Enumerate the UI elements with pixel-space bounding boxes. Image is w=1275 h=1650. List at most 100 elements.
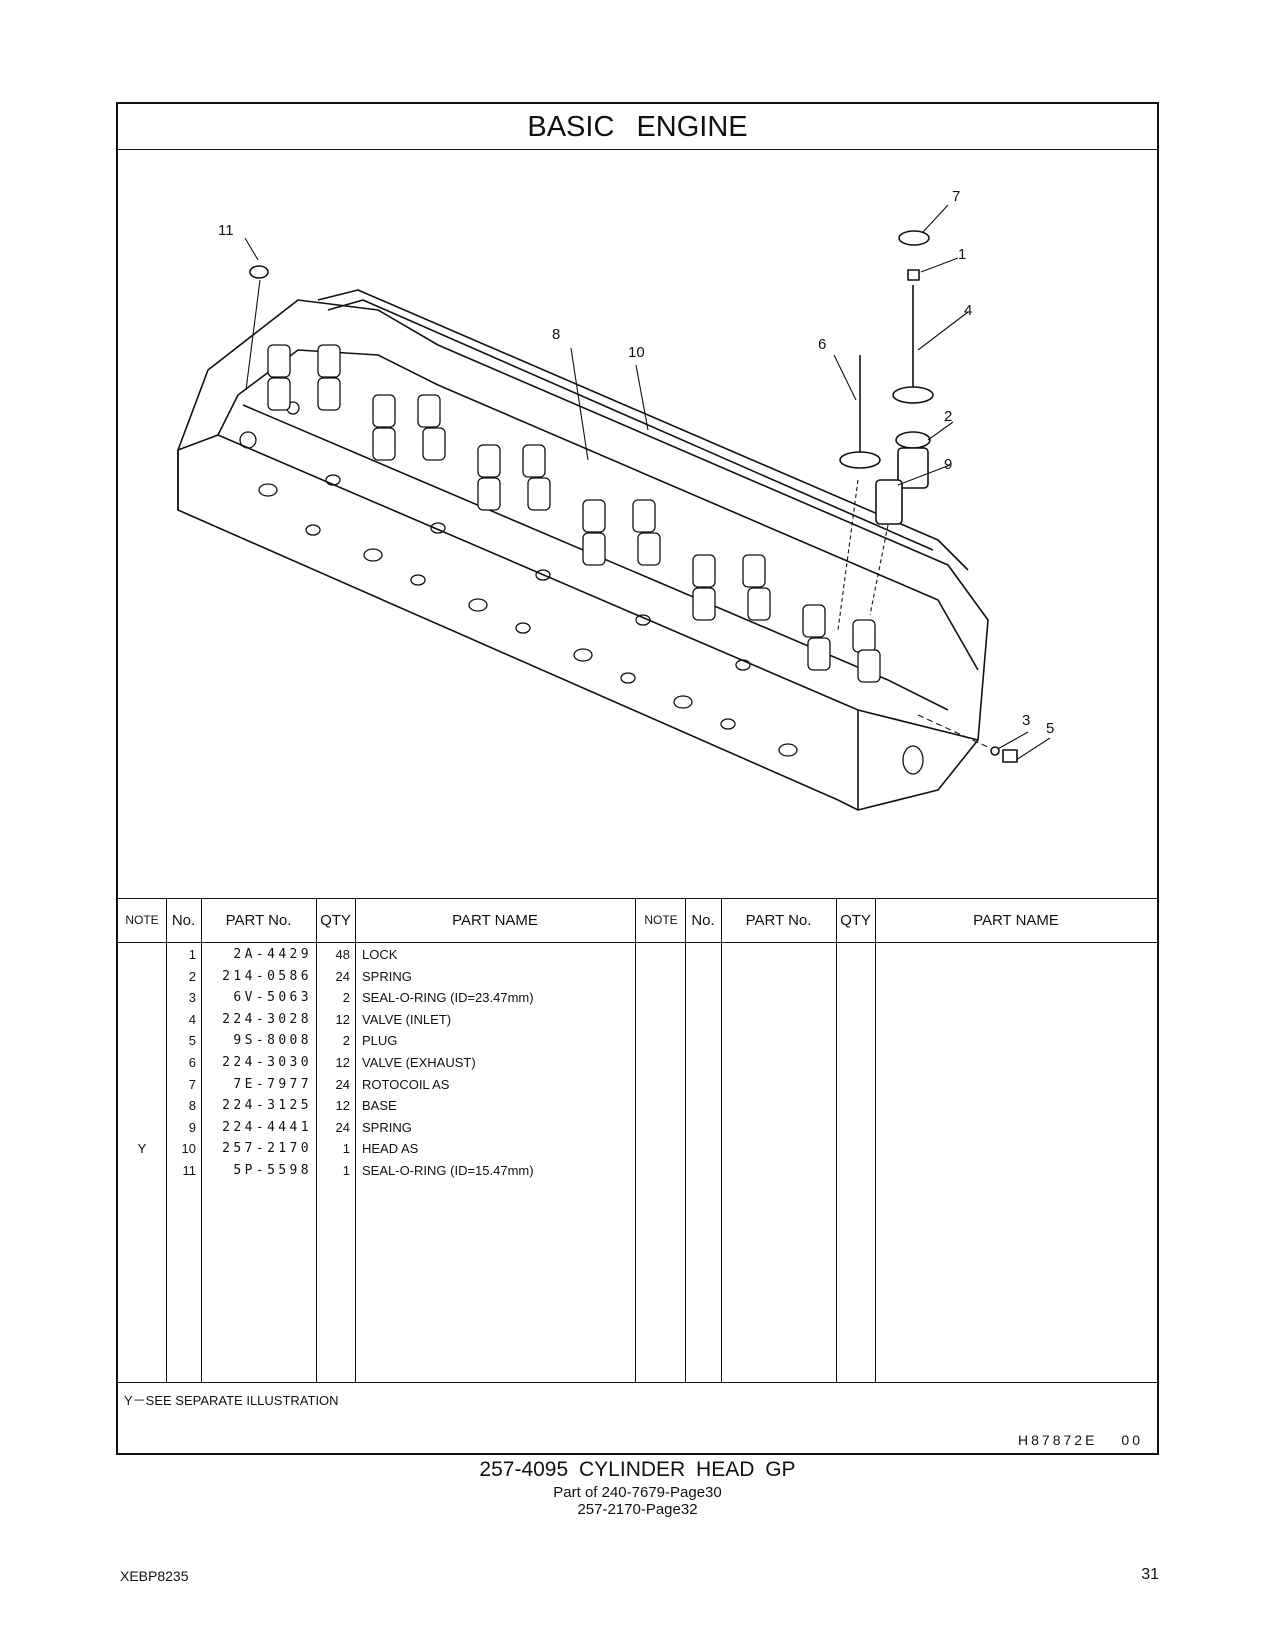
row-part-number: 224-4441 xyxy=(222,1119,312,1135)
row-quantity: 2 xyxy=(342,990,350,1006)
header-part-name-2: PART NAME xyxy=(973,912,1059,929)
row-number: 9 xyxy=(188,1119,196,1135)
column-divider xyxy=(685,899,686,1382)
callout-3: 3 xyxy=(1022,712,1031,729)
header-note-2: NOTE xyxy=(644,913,678,927)
row-part-number: 224-3125 xyxy=(222,1098,312,1114)
table-footnote: Y－SEE SEPARATE ILLUSTRATION xyxy=(124,1393,339,1408)
row-part-name: SPRING xyxy=(362,968,412,984)
row-quantity: 1 xyxy=(342,1163,350,1178)
row-part-number: 6V-5063 xyxy=(233,990,312,1006)
illustration-revision: 00 xyxy=(1121,1432,1143,1448)
row-quantity: 48 xyxy=(335,947,350,962)
column-divider xyxy=(836,899,837,1382)
callout-8: 8 xyxy=(552,326,561,343)
row-part-name: VALVE (EXHAUST) xyxy=(362,1055,476,1070)
table-row: 11 5P-5598 1 SEAL-O-RING (ID=15.47mm) xyxy=(118,1163,638,1185)
row-part-name: VALVE (INLET) xyxy=(362,1011,452,1027)
group-title: 257-4095 CYLINDER HEAD GP xyxy=(479,1458,796,1481)
row-part-number: 214-0586 xyxy=(222,968,312,984)
row-part-number: 7E-7977 xyxy=(233,1076,312,1092)
row-number: 10 xyxy=(181,1141,196,1157)
table-row: 2 214-0586 24 SPRING xyxy=(118,969,638,991)
row-number: 11 xyxy=(182,1163,197,1178)
row-quantity: 24 xyxy=(335,1119,350,1135)
callout-7: 7 xyxy=(952,188,961,205)
row-part-name: LOCK xyxy=(362,947,398,962)
header-part-no-2: PART No. xyxy=(745,912,812,929)
row-quantity: 2 xyxy=(342,1033,350,1049)
header-note: NOTE xyxy=(125,913,159,927)
row-part-name: BASE xyxy=(362,1098,397,1114)
column-divider xyxy=(316,899,317,1382)
row-part-name: SEAL-O-RING (ID=23.47mm) xyxy=(362,990,534,1006)
column-divider xyxy=(201,899,202,1382)
callout-10: 10 xyxy=(628,344,645,361)
row-quantity: 24 xyxy=(335,1076,350,1092)
illustration-code: H87872E 00 xyxy=(1018,1432,1143,1448)
row-part-name: ROTOCOIL AS xyxy=(362,1076,450,1092)
column-divider xyxy=(355,899,356,1382)
column-divider xyxy=(875,899,876,1382)
column-divider xyxy=(166,899,167,1382)
header-no-2: No. xyxy=(691,912,715,929)
table-row: 3 6V-5063 2 SEAL-O-RING (ID=23.47mm) xyxy=(118,990,638,1012)
row-number: 8 xyxy=(188,1098,196,1114)
document-code: XEBP8235 xyxy=(120,1568,189,1584)
row-note: Y xyxy=(137,1141,147,1157)
row-quantity: 24 xyxy=(335,968,350,984)
header-qty-2: QTY xyxy=(840,912,871,929)
table-row: Y 10 257-2170 1 HEAD AS xyxy=(118,1141,638,1163)
section-title: BASIC ENGINE xyxy=(118,104,1157,150)
row-quantity: 12 xyxy=(335,1098,350,1114)
row-part-name: PLUG xyxy=(362,1033,398,1049)
parts-table: NOTE No. PART No. QTY PART NAME NOTE No.… xyxy=(118,898,1157,1383)
header-part-no: PART No. xyxy=(225,912,292,929)
callout-1: 1 xyxy=(958,246,967,263)
callout-5: 5 xyxy=(1046,720,1055,737)
row-number: 4 xyxy=(188,1011,196,1027)
row-number: 7 xyxy=(188,1076,196,1092)
column-divider xyxy=(635,899,636,1382)
table-row: 1 2A-4429 48 LOCK xyxy=(118,947,638,969)
parts-page-frame: BASIC ENGINE xyxy=(116,102,1159,1455)
row-number: 5 xyxy=(188,1033,196,1049)
row-part-number: 224-3030 xyxy=(222,1055,312,1070)
cylinder-head-illustration: 7 1 11 4 8 6 10 2 9 3 5 xyxy=(118,150,1157,898)
group-reference-1: Part of 240-7679-Page30 xyxy=(553,1484,722,1501)
row-part-number: 224-3028 xyxy=(222,1011,312,1027)
row-number: 1 xyxy=(188,947,196,962)
table-header: NOTE No. PART No. QTY PART NAME NOTE No.… xyxy=(118,899,1157,943)
table-row: 8 224-3125 12 BASE xyxy=(118,1098,638,1120)
row-part-name: SEAL-O-RING (ID=15.47mm) xyxy=(362,1163,534,1178)
header-qty: QTY xyxy=(320,912,351,929)
row-number: 3 xyxy=(188,990,196,1006)
row-number: 2 xyxy=(188,968,196,984)
callout-11: 11 xyxy=(218,222,234,239)
row-quantity: 1 xyxy=(342,1141,350,1157)
callout-9: 9 xyxy=(944,456,953,473)
header-no: No. xyxy=(171,912,196,929)
callout-2: 2 xyxy=(944,408,953,425)
header-part-name: PART NAME xyxy=(452,912,538,929)
row-quantity: 12 xyxy=(335,1011,350,1027)
illustration-id: H87872E xyxy=(1018,1432,1098,1448)
row-part-number: 257-2170 xyxy=(222,1141,312,1157)
row-part-name: HEAD AS xyxy=(362,1141,419,1157)
row-part-number: 2A-4429 xyxy=(233,947,312,962)
table-row: 5 9S-8008 2 PLUG xyxy=(118,1033,638,1055)
row-part-number: 9S-8008 xyxy=(233,1033,312,1049)
group-reference-2: 257-2170-Page32 xyxy=(577,1501,698,1518)
column-divider xyxy=(721,899,722,1382)
table-row: 9 224-4441 24 SPRING xyxy=(118,1120,638,1142)
row-quantity: 12 xyxy=(335,1055,350,1070)
row-number: 6 xyxy=(188,1055,196,1070)
callout-6: 6 xyxy=(818,336,827,353)
row-part-number: 5P-5598 xyxy=(233,1163,312,1178)
row-part-name: SPRING xyxy=(362,1119,412,1135)
table-row: 4 224-3028 12 VALVE (INLET) xyxy=(118,1012,638,1034)
exploded-view-drawing xyxy=(177,204,1051,811)
callout-4: 4 xyxy=(964,302,973,319)
page-number: 31 xyxy=(1141,1566,1159,1583)
table-row: 7 7E-7977 24 ROTOCOIL AS xyxy=(118,1077,638,1099)
